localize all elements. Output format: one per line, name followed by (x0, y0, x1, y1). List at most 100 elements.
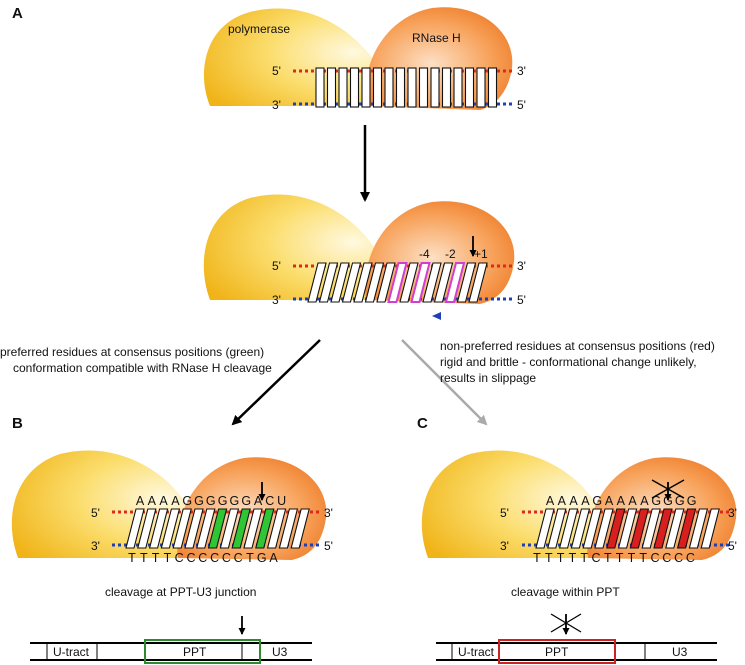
note-non-preferred-line3: results in slippage (440, 371, 536, 385)
base-pair-rung (395, 67, 406, 108)
panel-label-a: A (12, 5, 23, 22)
rna-base-letter: G (687, 494, 697, 508)
base-pair-rung (338, 67, 348, 108)
rna-base-letter: G (194, 494, 204, 508)
dna-base-letter: T (128, 551, 136, 565)
base-pair-rung (315, 67, 325, 108)
end-5-label: 5' (517, 293, 526, 307)
panel-a-middle: 5' 3' 3' 5' -4 -2 +1 (203, 194, 526, 320)
base-pair-rung (464, 67, 475, 108)
end-3-label: 3' (91, 539, 100, 553)
dna-base-letter: T (580, 551, 588, 565)
map-u3-label: U3 (672, 645, 688, 659)
base-pair-rung (468, 262, 488, 303)
caption-c: cleavage within PPT (511, 585, 620, 599)
end-3-label: 3' (272, 98, 281, 112)
base-pair-rung (207, 508, 228, 549)
end-5-label: 5' (272, 259, 281, 273)
base-pair-rung (172, 508, 192, 549)
base-pair-rung (441, 67, 452, 108)
rna-base-letter: A (159, 494, 168, 508)
dna-base-letter: C (234, 551, 243, 565)
dna-base-letter: T (569, 551, 577, 565)
base-pair-rung (487, 67, 498, 108)
base-pair-rung (148, 508, 169, 549)
base-pair-rung (688, 508, 709, 549)
branch-arrow-non-preferred (401, 339, 488, 426)
end-5-label: 5' (728, 539, 737, 553)
polymerase-domain (11, 450, 215, 558)
map-ppt-label: PPT (545, 645, 569, 659)
base-pair-rung (700, 508, 720, 549)
base-pair-rung (290, 508, 310, 549)
base-pair-rung (376, 262, 396, 303)
rna-base-letter: A (254, 494, 263, 508)
base-pair-rung (349, 67, 360, 108)
dna-base-letter: C (198, 551, 207, 565)
base-pair-rung (372, 67, 383, 108)
base-pair-rung (243, 508, 263, 549)
base-pair-rung (184, 508, 204, 549)
base-pair-rung (361, 67, 371, 108)
base-pair-rung (387, 262, 408, 303)
rna-base-letter: G (206, 494, 216, 508)
rna-base-letter: U (277, 494, 286, 508)
base-pair-rung (266, 508, 287, 549)
tilted-base-pair-rungs (307, 262, 488, 303)
polymerase-domain (421, 450, 624, 558)
base-pair-rung (399, 262, 419, 303)
ppt-box (498, 639, 616, 664)
base-pair-rung (422, 262, 442, 303)
rna-base-letter: A (640, 494, 649, 508)
end-3-label: 3' (517, 64, 526, 78)
end-5-label: 5' (517, 98, 526, 112)
panel-label-b: B (12, 415, 23, 432)
end-5-label: 5' (91, 506, 100, 520)
dna-base-letter: T (140, 551, 148, 565)
dna-base-letter: C (222, 551, 231, 565)
dna-base-letter: A (269, 551, 278, 565)
map-u3-label: U3 (272, 645, 288, 659)
dna-base-letter: T (152, 551, 160, 565)
base-pair-rung (364, 262, 385, 303)
caption-b: cleavage at PPT-U3 junction (105, 585, 256, 599)
end-5-label: 5' (272, 64, 281, 78)
map-utract-label: U-tract (53, 645, 90, 659)
rna-base-letter: A (148, 494, 157, 508)
polymerase-label: polymerase (228, 22, 290, 36)
rna-base-letter: A (605, 494, 614, 508)
note-preferred-line2: conformation compatible with RNase H cle… (13, 361, 272, 375)
rna-base-letter: G (675, 494, 685, 508)
base-pair-rung (407, 67, 417, 108)
blocked-cleavage-icon (550, 613, 582, 635)
base-pair-rung (341, 262, 362, 303)
dna-base-letter: C (591, 551, 600, 565)
panel-a-top: polymerase RNase H 5' 3' 3' 5' (203, 7, 526, 112)
base-pair-rung (456, 262, 477, 303)
rna-base-letter: A (136, 494, 145, 508)
rna-base-letter: A (617, 494, 626, 508)
position-plus-1: +1 (474, 247, 488, 261)
base-pair-rung (594, 508, 614, 549)
slippage-arrowhead (432, 312, 441, 320)
end-3-label: 3' (500, 539, 509, 553)
rna-base-letter: G (592, 494, 602, 508)
dna-base-letter: T (164, 551, 172, 565)
dna-base-letter: T (533, 551, 541, 565)
base-pair-rungs (535, 508, 720, 549)
base-pair-rung (231, 508, 251, 549)
base-pair-rung (196, 508, 216, 549)
base-pair-rung (547, 508, 567, 549)
base-pair-rung (418, 67, 429, 108)
rna-base-letter: G (651, 494, 661, 508)
genome-map-b: U-tract PPT U3 (30, 616, 312, 664)
dna-base-letter: G (257, 551, 267, 565)
base-pair-rung (558, 508, 579, 549)
rna-base-letter: A (558, 494, 567, 508)
base-pair-rung (433, 262, 454, 303)
rna-base-letter: A (581, 494, 590, 508)
base-pair-rung (453, 67, 463, 108)
